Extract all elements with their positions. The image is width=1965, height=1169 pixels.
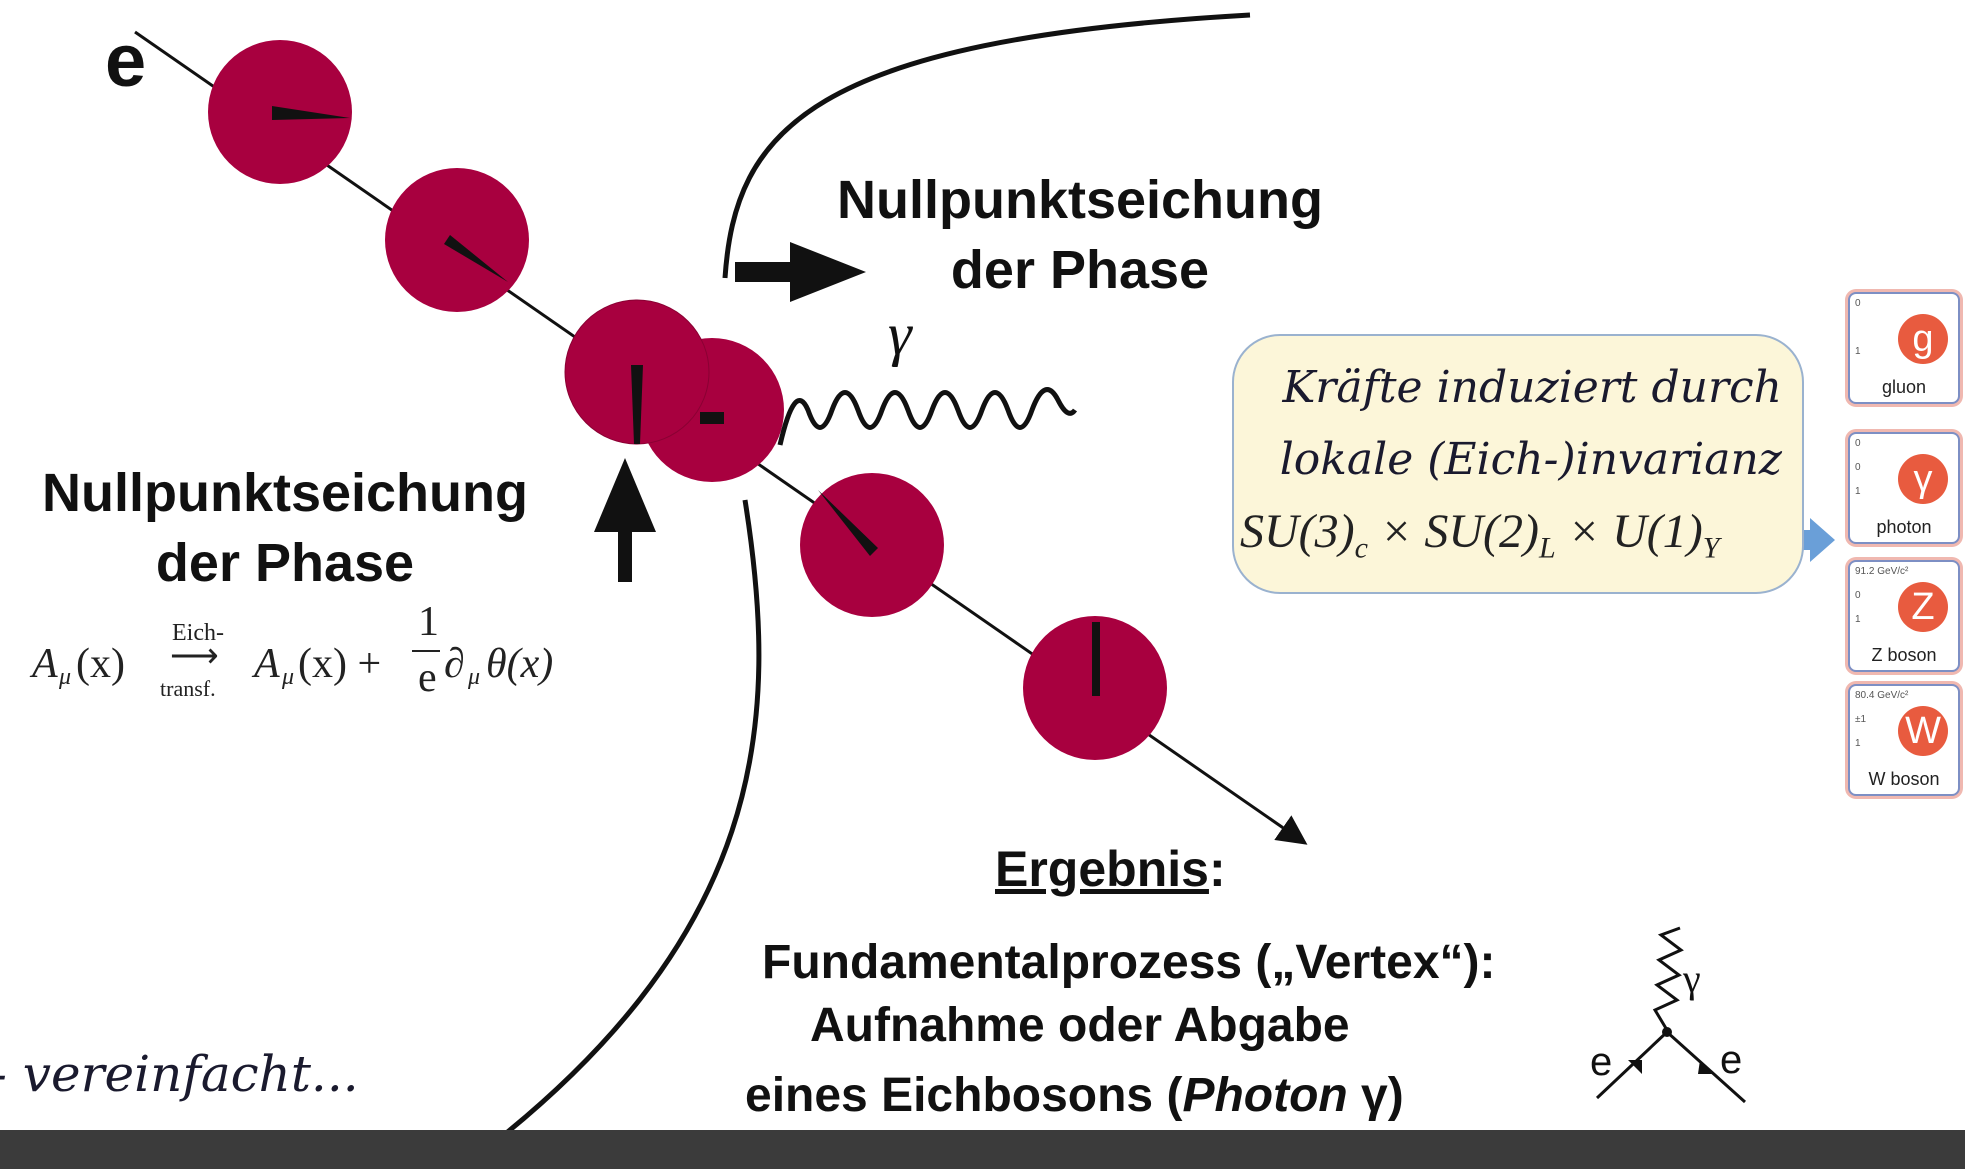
formula-lhs-arg: (x): [76, 641, 125, 687]
formula-rhs-arg: (x) +: [298, 641, 382, 687]
phase-ball-2: [385, 168, 529, 312]
z-spin: 1: [1855, 614, 1861, 625]
photon-mass: 0: [1855, 438, 1861, 449]
result-line1: Fundamentalprozess („Vertex“):: [762, 936, 1496, 989]
formula-frac-den: e: [418, 655, 437, 701]
forces-line2: lokale (Eich-)invarianz: [1279, 434, 1782, 485]
formula-arrow: ⟶: [170, 638, 219, 675]
result-heading: Ergebnis:: [995, 840, 1226, 898]
result-line3-pre: eines Eichbosons (: [745, 1069, 1183, 1122]
arrow-up-icon: [594, 458, 656, 582]
boson-card-gluon: 0 1 g gluon: [1848, 292, 1960, 404]
gluon-mass: 0: [1855, 298, 1861, 309]
gauge-label-left-line2: der Phase: [155, 533, 415, 593]
result-line2: Aufnahme oder Abgabe: [810, 999, 1350, 1052]
footnote-dash: -: [0, 1045, 23, 1103]
w-name: W boson: [1868, 769, 1940, 789]
photon-name: photon: [1876, 517, 1932, 537]
photon-spin: 1: [1855, 486, 1861, 497]
boson-card-photon: 0 0 1 γ photon: [1848, 432, 1960, 544]
w-spin: 1: [1855, 738, 1861, 749]
formula-rhs-sub: μ: [282, 664, 295, 690]
z-mass: 91.2 GeV/c²: [1855, 566, 1909, 577]
result-heading-text: Ergebnis: [995, 841, 1209, 897]
formula-rhs: A: [254, 641, 280, 687]
z-name: Z boson: [1871, 645, 1937, 665]
gamma-label: γ: [888, 301, 912, 367]
footnote-text: vereinfacht...: [22, 1045, 359, 1103]
electron-label: e: [105, 19, 147, 102]
w-symbol: W: [1898, 706, 1948, 756]
w-charge: ±1: [1855, 714, 1867, 725]
formula-theta: θ(x): [486, 641, 554, 687]
formula-frac-num: 1: [418, 599, 439, 645]
formula-arrow-top: Eich-: [172, 620, 224, 646]
z-symbol: Z: [1898, 582, 1948, 632]
forces-box: Kräfte induziert durch lokale (Eich-)inv…: [1232, 334, 1804, 594]
gauge-label-top: Nullpunktseichung der Phase: [800, 165, 1360, 305]
formula-arrow-bottom: transf.: [160, 676, 216, 701]
photon-charge: 0: [1855, 462, 1861, 473]
gauge-formula: A μ (x) Eich- ⟶ transf. A μ (x) + 1 e ∂ …: [32, 599, 592, 710]
boson-card-w: 80.4 GeV/c² ±1 1 W W boson: [1848, 684, 1960, 796]
result-heading-colon: :: [1208, 841, 1226, 897]
forces-line1: Kräfte induziert durch: [1282, 362, 1782, 413]
gluon-name: gluon: [1881, 377, 1927, 397]
formula-lhs-sub: μ: [59, 664, 72, 690]
vertex-gamma-label: γ: [1683, 956, 1701, 1001]
formula-partial-sub: μ: [468, 664, 481, 690]
boundary-curve-top: [722, 12, 1251, 279]
result-line3: eines Eichbosons (Photon γ): [745, 1068, 1404, 1123]
gauge-label-top-line1: Nullpunktseichung: [837, 170, 1323, 230]
gluon-symbol: g: [1898, 314, 1948, 364]
z-charge: 0: [1855, 590, 1861, 601]
w-mass: 80.4 GeV/c²: [1855, 690, 1909, 701]
phase-ball-6: [1023, 616, 1167, 760]
boson-card-z: 91.2 GeV/c² 0 1 Z Z boson: [1848, 560, 1960, 672]
gauge-label-top-line2: der Phase: [950, 240, 1210, 300]
photon-wave: [777, 387, 1078, 446]
phase-ball-4: [564, 299, 710, 445]
gluon-spin: 1: [1855, 346, 1861, 357]
footnote: - vereinfacht...: [0, 1045, 359, 1103]
photon-symbol: γ: [1898, 454, 1948, 504]
vertex-e-left-label: e: [1590, 1040, 1613, 1084]
result-line3-em: Photon: [1182, 1069, 1348, 1122]
gauge-label-left: Nullpunktseichung der Phase: [0, 458, 570, 598]
formula-frac-bar: [412, 650, 440, 652]
forces-gauge-group: SU(3)c × SU(2)L × U(1)Y: [1240, 505, 1720, 565]
vertex-diagram: [1595, 926, 1747, 1104]
bottom-bar: [0, 1130, 1965, 1169]
result-line3-post: γ): [1347, 1069, 1404, 1122]
phase-ball-5: [800, 473, 944, 617]
phase-ball-1: [208, 40, 352, 184]
boundary-curve-bottom: [458, 499, 762, 1169]
gauge-label-left-line1: Nullpunktseichung: [42, 463, 528, 523]
vertex-e-right-label: e: [1720, 1038, 1743, 1082]
formula-partial: ∂: [444, 641, 465, 687]
arrow-right-icon: [735, 242, 866, 302]
formula-lhs: A: [32, 641, 58, 687]
